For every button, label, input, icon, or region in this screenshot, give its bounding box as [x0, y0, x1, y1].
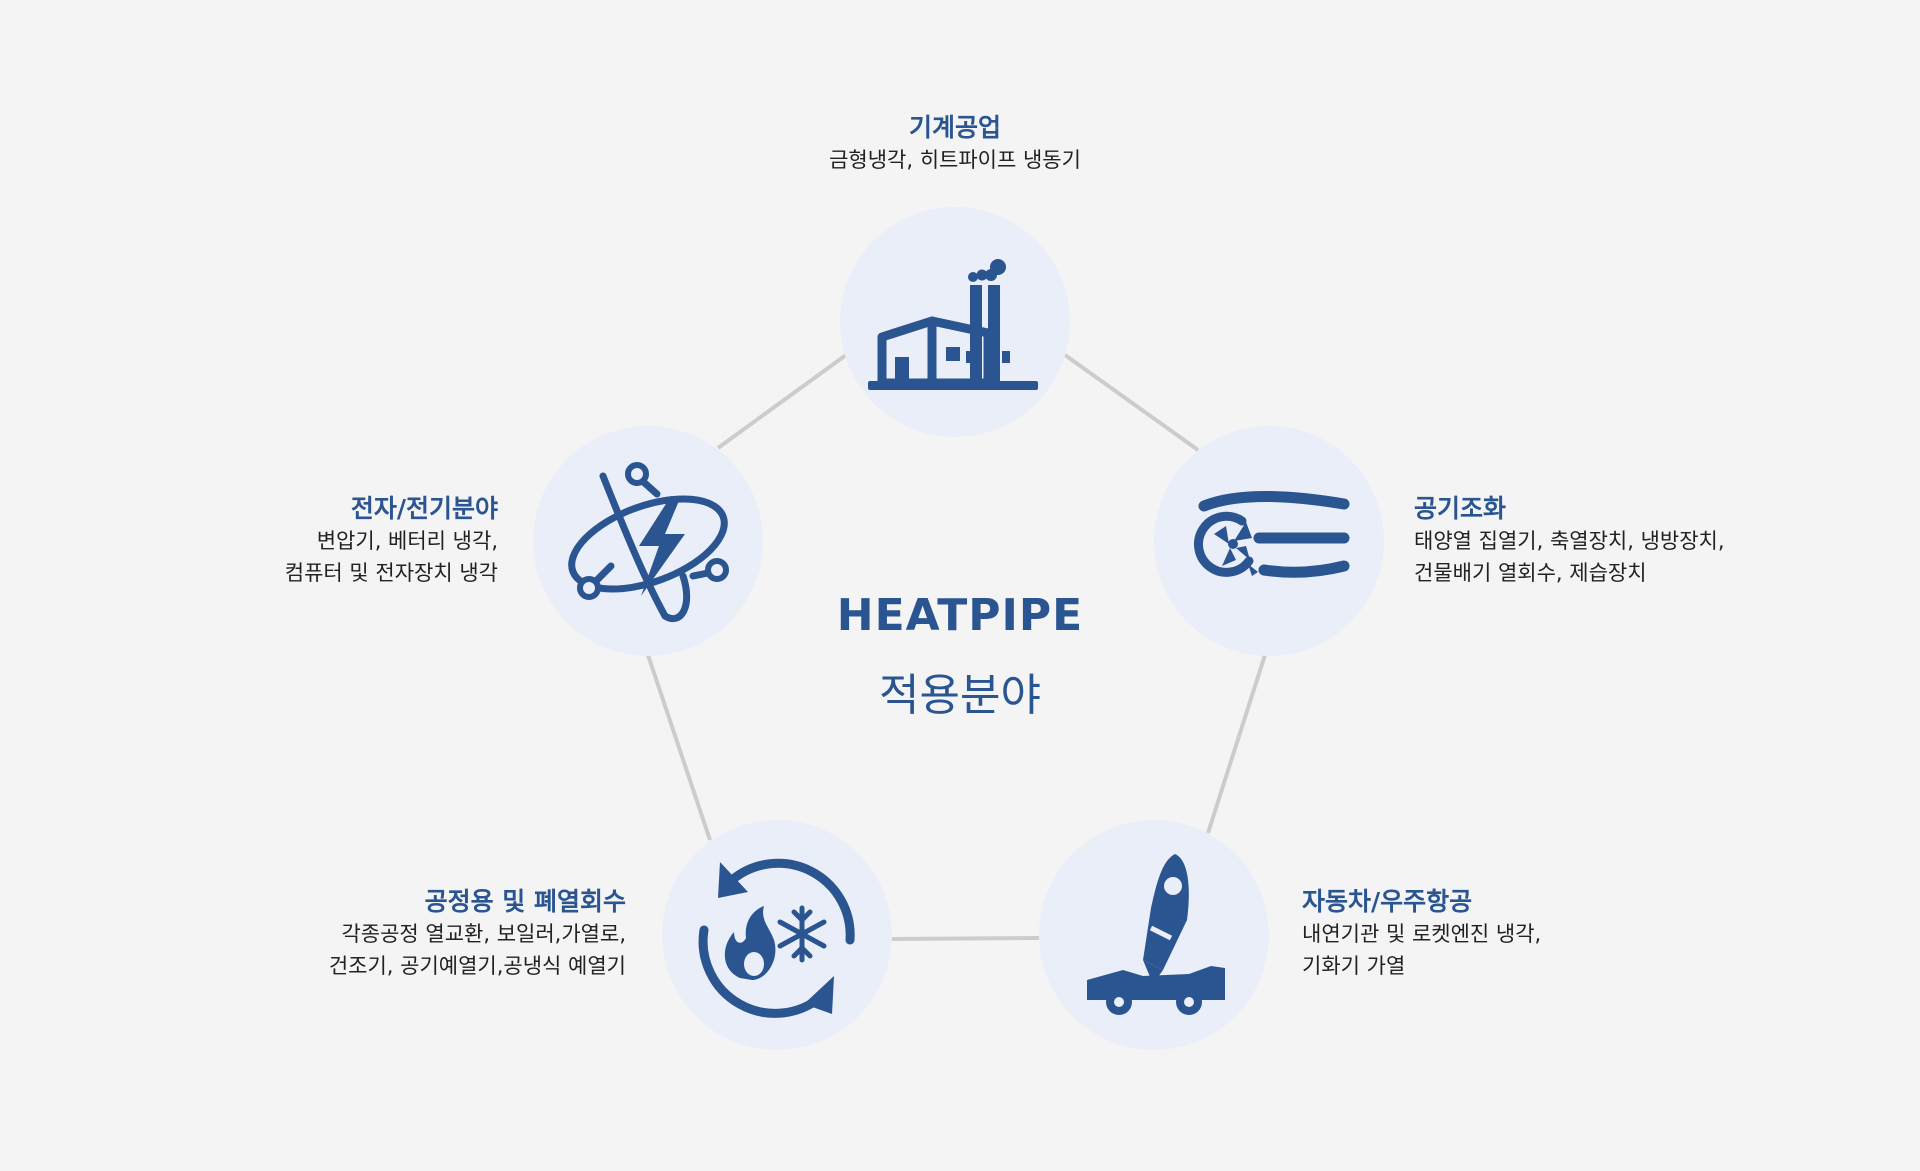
- label-process-waste-heat: 공정용 및 폐열회수 각종공정 열교환, 보일러,가열로, 건조기, 공기예열기…: [329, 886, 626, 982]
- node-title: 공기조화: [1414, 494, 1507, 523]
- label-electronics-electrical: 전자/전기분야 변압기, 베터리 냉각, 컴퓨터 및 전자장치 냉각: [285, 493, 498, 589]
- air-fan-icon: [1194, 491, 1350, 578]
- node-desc-line: 금형냉각, 히트파이프 냉동기: [829, 148, 1081, 172]
- node-process-waste-heat: [662, 820, 892, 1050]
- atom-lightning-icon: [568, 462, 729, 622]
- rocket-car-icon: [1087, 854, 1225, 1015]
- node-desc-line: 태양열 집열기, 축열장치, 냉방장치,: [1414, 529, 1725, 553]
- edge-bottomleft-left: [646, 654, 712, 841]
- node-automotive-aerospace: [1039, 820, 1269, 1050]
- node-title: 전자/전기분야: [350, 494, 498, 523]
- center-title: HEATPIPE 적용분야: [760, 585, 1160, 727]
- node-desc-line: 컴퓨터 및 전자장치 냉각: [284, 561, 498, 585]
- node-title: 기계공업: [908, 113, 1001, 142]
- node-electronics-electrical: [533, 426, 763, 656]
- center-title-line1: HEATPIPE: [836, 590, 1084, 641]
- heat-cold-cycle-icon: [698, 858, 855, 1018]
- edge-right-bottomright: [1206, 654, 1267, 834]
- label-air-conditioning: 공기조화 태양열 집열기, 축열장치, 냉방장치, 건물배기 열회수, 제습장치: [1414, 493, 1725, 589]
- edge-left-top: [716, 353, 848, 450]
- node-desc-line: 건조기, 공기예열기,공냉식 예열기: [328, 954, 626, 978]
- node-desc-line: 각종공정 열교환, 보일러,가열로,: [341, 922, 626, 946]
- edge-bottomright-bottomleft: [891, 936, 1041, 941]
- center-title-line2: 적용분야: [879, 670, 1041, 721]
- node-title: 공정용 및 폐열회수: [424, 887, 626, 916]
- node-desc-line: 건물배기 열회수, 제습장치: [1414, 561, 1647, 585]
- node-desc-line: 변압기, 베터리 냉각,: [316, 529, 498, 553]
- label-automotive-aerospace: 자동차/우주항공 내연기관 및 로켓엔진 냉각, 기화기 가열: [1302, 886, 1541, 982]
- node-desc-line: 내연기관 및 로켓엔진 냉각,: [1302, 922, 1542, 946]
- label-mechanical-industry: 기계공업 금형냉각, 히트파이프 냉동기: [780, 112, 1130, 176]
- node-air-conditioning: [1154, 426, 1384, 656]
- node-title: 자동차/우주항공: [1302, 887, 1473, 916]
- node-desc-line: 기화기 가열: [1302, 954, 1406, 978]
- edge-top-right: [1063, 353, 1200, 452]
- factory-icon: [868, 259, 1038, 390]
- node-mechanical-industry: [840, 207, 1070, 437]
